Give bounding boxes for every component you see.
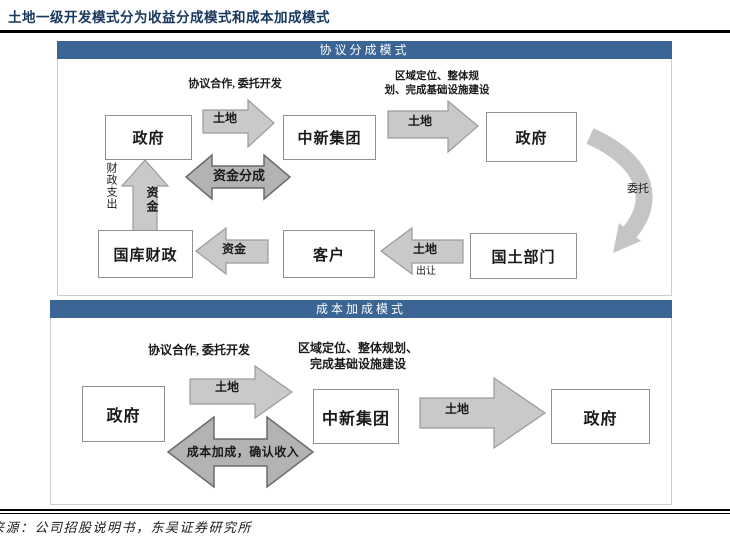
node-government-right: 政府 xyxy=(486,112,577,162)
label-regional-planning-2: 区域定位、整体规划、 完成基础设施建设 xyxy=(288,341,428,372)
label-land-1: 土地 xyxy=(212,111,237,125)
label-regional-planning-line2: 划、完成基础设施建设 xyxy=(384,85,490,96)
node-zhongxin-group-2: 中新集团 xyxy=(313,389,399,444)
entrust-curved-arrow-icon xyxy=(586,128,653,238)
label-regional-planning-line1: 区域定位、整体规 xyxy=(395,71,479,82)
label-fund-sharing: 资金分成 xyxy=(212,168,265,183)
label-land-5: 土地 xyxy=(444,402,469,416)
cost-plus-double-arrow-icon xyxy=(166,415,315,489)
title-divider xyxy=(0,30,730,33)
label-fiscal-expenditure: 财政支出 xyxy=(105,162,117,210)
label-land-4: 土地 xyxy=(214,380,239,394)
land-arrow-gov-to-zx-icon xyxy=(202,98,275,149)
fund-return-arrow-icon xyxy=(195,226,269,276)
land-arrow-gov-to-zx2-icon xyxy=(189,364,294,420)
node-government-right-2: 政府 xyxy=(551,389,650,444)
label-entrust: 委托 xyxy=(627,183,649,195)
node-zhongxin-group: 中新集团 xyxy=(283,115,376,160)
section-header-cost-plus: 成本加成模式 xyxy=(50,300,672,318)
node-government-left-2: 政府 xyxy=(82,386,165,442)
land-arrow-zx-to-gov-icon xyxy=(387,99,479,154)
land-transfer-arrow-icon xyxy=(379,226,464,276)
land-arrow-zx-to-gov2-icon xyxy=(419,376,547,450)
node-government-left: 政府 xyxy=(105,115,192,160)
label-agreement-cooperation-2: 协议合作, 委托开发 xyxy=(147,343,250,357)
fund-sharing-double-arrow-icon xyxy=(184,153,292,201)
footer-divider xyxy=(0,509,730,514)
node-customer: 客户 xyxy=(283,230,375,278)
label-land-2: 土地 xyxy=(407,114,432,128)
label-regional-planning-2-line2: 完成基础设施建设 xyxy=(309,356,406,371)
entrust-arrowhead-icon xyxy=(613,223,641,253)
label-land-transfer: 出让 xyxy=(416,266,436,277)
label-land-3: 土地 xyxy=(412,242,437,256)
node-treasury: 国库财政 xyxy=(98,230,193,278)
label-fund-vertical: 资金 xyxy=(145,186,159,214)
source-note: 来源：公司招股说明书，东吴证券研究所 xyxy=(0,520,253,535)
label-regional-planning: 区域定位、整体规 划、完成基础设施建设 xyxy=(370,70,504,98)
label-cost-plus-revenue: 成本加成，确认收入 xyxy=(186,445,300,459)
label-agreement-cooperation: 协议合作, 委托开发 xyxy=(188,78,282,90)
node-land-bureau: 国土部门 xyxy=(470,233,577,279)
label-regional-planning-2-line1: 区域定位、整体规划、 xyxy=(297,341,418,355)
label-fund-return: 资金 xyxy=(221,242,246,256)
page-title: 土地一级开发模式分为收益分成模式和成本加成模式 xyxy=(8,10,330,25)
section-header-agreement-share: 协议分成模式 xyxy=(57,41,672,59)
